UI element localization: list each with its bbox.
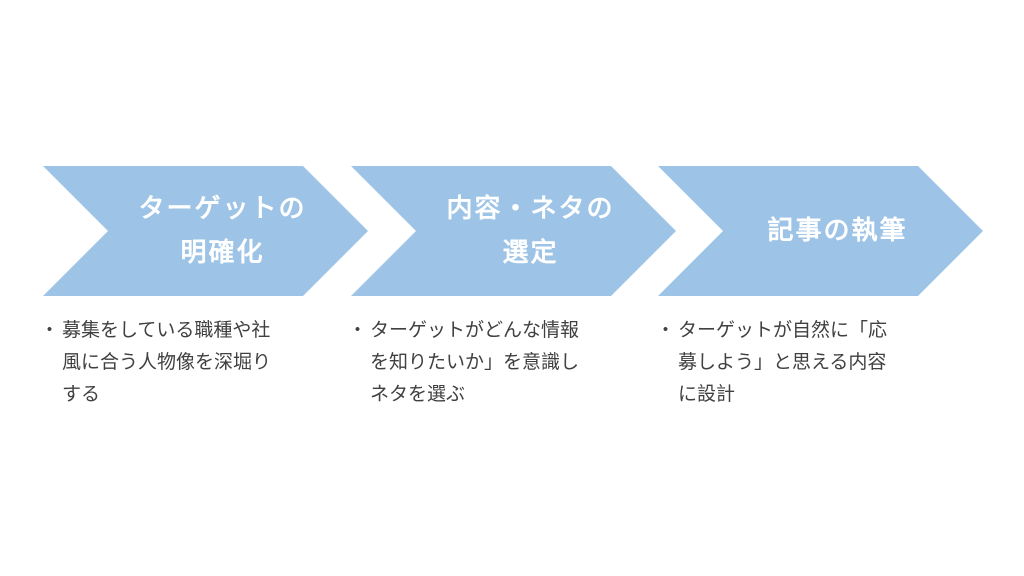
step-3-description-text: ターゲットが自然に「応 募しよう」と思える内容 に設計: [678, 319, 888, 405]
bullet-marker: ・: [40, 319, 60, 341]
step-2-chevron: 内容・ネタの 選定: [351, 166, 676, 296]
step-3-chevron: 記事の執筆: [658, 166, 983, 296]
step-2-description-text: ターゲットがどんな情報 を知りたいか」を意識し ネタを選ぶ: [370, 319, 580, 405]
step-1-description: ・ 募集をしている職種や社 風に合う人物像を深堀り する: [40, 314, 310, 410]
bullet-marker: ・: [656, 319, 676, 341]
step-2-label: 内容・ネタの 選定: [446, 194, 615, 268]
step-2-description: ・ ターゲットがどんな情報 を知りたいか」を意識し ネタを選ぶ: [348, 314, 618, 410]
step-3-label: 記事の執筆: [767, 216, 908, 246]
step-1-description-text: 募集をしている職種や社 風に合う人物像を深堀り する: [62, 319, 272, 405]
bullet-marker: ・: [348, 319, 368, 341]
step-1-label: ターゲットの 明確化: [138, 194, 307, 268]
step-1-chevron: ターゲットの 明確化: [43, 166, 368, 296]
step-3-description: ・ ターゲットが自然に「応 募しよう」と思える内容 に設計: [656, 314, 926, 410]
